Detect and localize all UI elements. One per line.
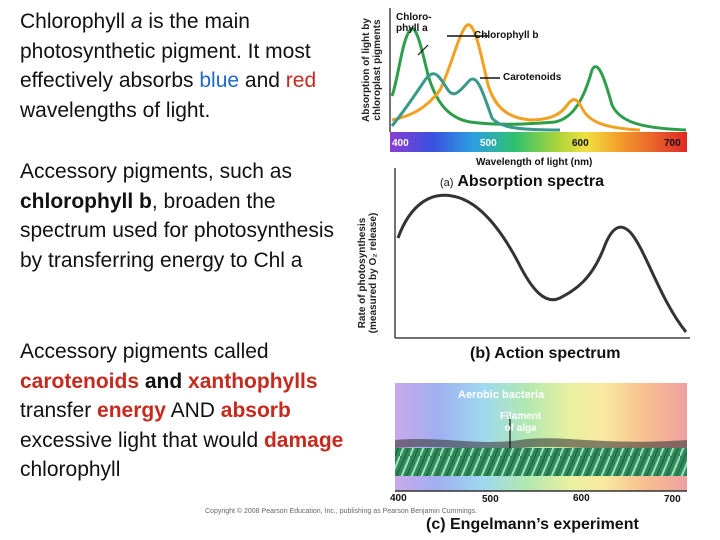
p3-text-a: Accessory pigments called [20,340,269,363]
engelmann-panel-label: (c) Engelmann’s experiment [426,516,639,533]
chl-a-label: Chloro- phyll a [396,12,432,34]
filament-label: Filament of alga [500,411,541,435]
action-y-label-line2: (measured by O₂ release) [368,212,379,334]
p1-text-and: and [239,69,286,92]
p1-text-italic-a: a [130,10,143,33]
abs-tick-700: 700 [664,138,681,149]
filament-label-line1: Filament [500,411,542,422]
chl-b-label: Chlorophyll b [474,30,539,41]
absorption-y-label-line2: chloroplast pigments [372,19,383,121]
carotenoids-label: Carotenoids [503,72,562,83]
p2-chlorophyll-b: chlorophyll b [20,189,152,213]
p1-text-end: wavelengths of light. [20,98,211,122]
absorption-y-label: Absorption of light by chloroplast pigme… [361,0,383,140]
abs-tick-400: 400 [392,138,409,149]
eng-tick-600: 600 [573,493,590,504]
eng-tick-500: 500 [482,494,499,505]
absorption-panel-label: Absorption spectra [457,173,604,190]
algal-filament [395,448,687,476]
p1-text-a: Chlorophyll [20,10,131,33]
absorption-y-label-line1: Absorption of light by [361,18,372,122]
chl-a-label-line2: phyll a [396,23,428,34]
p3-carotenoids: carotenoids [20,369,140,393]
p3-and-caps: AND [165,399,221,422]
chlorophyll-a-curve [390,27,687,132]
p3-chlorophyll: chlorophyll [20,458,121,481]
abs-tick-500: 500 [480,138,497,149]
absorption-x-label: Wavelength of light (nm) [476,157,593,168]
p3-excessive: excessive light that would [20,428,264,452]
absorption-panel-title: (a) Absorption spectra [440,173,604,191]
absorption-panel-letter: (a) [440,177,454,189]
eng-tick-400: 400 [390,493,407,504]
p3-transfer: transfer [20,399,98,422]
p3-energy: energy [97,399,166,422]
paragraph-chlorophyll-a: Chlorophyll a is the main photosynthetic… [20,7,345,125]
bacteria-cluster [395,438,687,450]
chl-a-leader [417,44,429,56]
paragraph-carotenoids: Accessory pigments called carotenoids an… [20,337,345,485]
absorption-spectrum-bar [390,132,687,152]
filament-label-line2: of alga [504,423,537,434]
action-panel-label: (b) Action spectrum [470,345,621,362]
p1-word-red: red [285,69,317,92]
p1-word-blue: blue [199,69,240,92]
p1-text-c: is the main photosynthetic pigment. It m… [20,10,311,92]
action-spectrum-curve [396,193,688,333]
bacteria-label: Aerobic bacteria [458,389,545,401]
action-y-label: Rate of photosynthesis (measured by O₂ r… [357,198,379,348]
text-column: Chlorophyll a is the main photosynthetic… [0,0,355,540]
chl-a-label-line1: Chloro- [396,12,432,23]
p2-text-c: , broaden the spectrum used for photosyn… [20,189,334,272]
abs-tick-600: 600 [572,138,589,149]
paragraph-chlorophyll-b: Accessory pigments, such as chlorophyll … [20,157,345,275]
eng-tick-700: 700 [664,494,681,505]
p3-and: and [139,369,189,393]
action-y-label-line1: Rate of photosynthesis [357,217,368,329]
copyright-notice: Copyright © 2008 Pearson Education, Inc.… [205,508,478,515]
p3-damage: damage [263,428,344,452]
p3-absorb: absorb [220,399,291,422]
p2-text-a: Accessory pigments, such as [20,160,292,183]
carotenoids-curve [390,72,561,132]
p3-xanthophylls: xanthophylls [188,369,318,393]
